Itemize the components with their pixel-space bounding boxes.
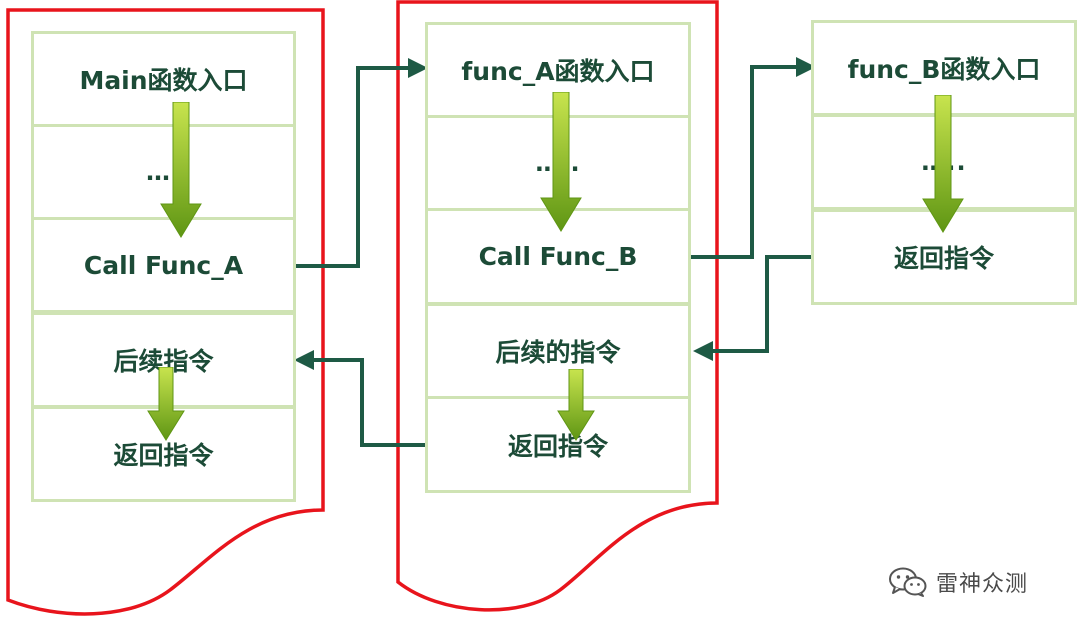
return-to-main-connector <box>294 350 428 447</box>
down-arrow-icon <box>147 367 185 441</box>
call-func-b-connector <box>690 57 816 259</box>
watermark: 雷神众测 <box>888 566 1028 598</box>
main-ellipsis-cell: …. <box>31 124 296 220</box>
down-arrow-icon <box>540 92 582 232</box>
main-call-func-a-cell: Call Func_A <box>31 217 296 313</box>
return-to-func-a-connector <box>693 255 814 361</box>
call-func-a-connector <box>296 58 428 268</box>
down-arrow-icon <box>922 95 964 233</box>
watermark-text: 雷神众测 <box>936 572 1029 597</box>
wechat-icon <box>889 567 927 597</box>
func-a-stack-frame-outline <box>396 0 719 612</box>
down-arrow-icon <box>557 369 595 441</box>
func-a-return-instruction-cell: 返回指令 <box>425 396 691 493</box>
down-arrow-icon <box>160 102 202 238</box>
main-stack-frame-outline <box>6 8 325 616</box>
func-a-subsequent-instructions-cell: 后续的指令 <box>425 303 691 399</box>
